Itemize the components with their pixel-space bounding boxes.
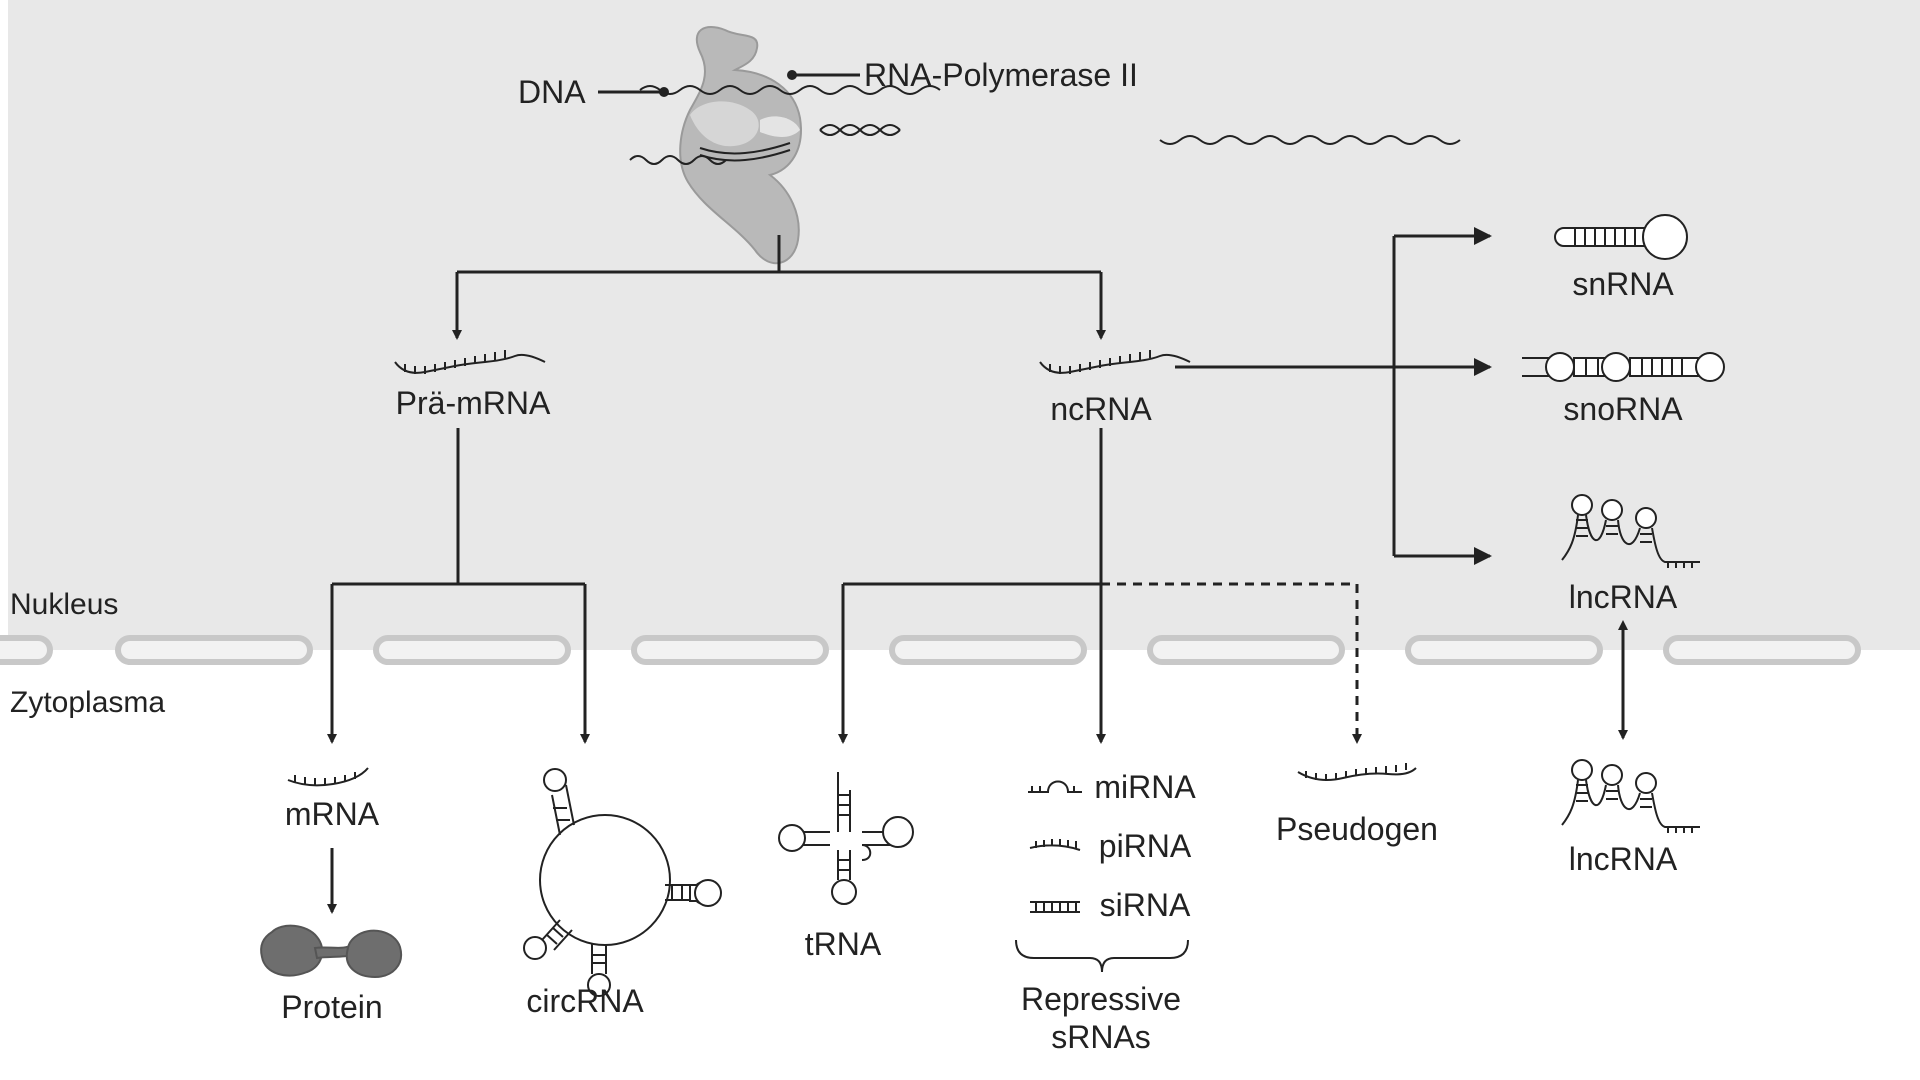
circrna-icon — [523, 768, 722, 997]
top-split-connector — [452, 235, 1106, 340]
repressive-label-line2: sRNAs — [1051, 1019, 1151, 1055]
pseudogen-icon — [1297, 763, 1417, 781]
pre-mrna-icon — [394, 350, 546, 374]
pseudogen-label: Pseudogen — [1276, 811, 1438, 847]
ncrna-nuclear-branch — [1175, 227, 1492, 565]
mirna-icon — [1028, 780, 1082, 793]
circrna-label: circRNA — [526, 983, 644, 1019]
mrna-label: mRNA — [285, 796, 380, 832]
ncrna-icon — [1039, 350, 1191, 374]
protein-label: Protein — [281, 989, 382, 1025]
ncrna-label: ncRNA — [1050, 391, 1152, 427]
pre-mrna-branch — [327, 428, 590, 744]
pirna-icon — [1029, 839, 1081, 851]
snrna-icon — [1554, 214, 1688, 260]
polymerase-pointer-dot — [787, 70, 797, 80]
snorna-icon — [1522, 352, 1725, 382]
nucleus-region — [8, 0, 1920, 650]
lncrna-cytoplasm-icon — [1561, 759, 1700, 833]
repressive-label-line1: Repressive — [1021, 981, 1181, 1017]
dna-pointer-dot — [659, 87, 669, 97]
snrna-label: snRNA — [1572, 266, 1674, 302]
sirna-label: siRNA — [1100, 887, 1191, 923]
lncrna-nucleus-icon — [1561, 494, 1700, 568]
pirna-label: piRNA — [1099, 828, 1192, 864]
mirna-label: miRNA — [1094, 769, 1196, 805]
mrna-icon — [287, 767, 369, 787]
cytoplasm-label: Zytoplasma — [10, 686, 165, 719]
nucleus-label: Nukleus — [10, 588, 118, 621]
trna-label: tRNA — [805, 926, 882, 962]
polymerase-label: RNA-Polymerase II — [864, 57, 1138, 93]
lncrna-nucleus-label: lncRNA — [1569, 579, 1678, 615]
dna-label: DNA — [518, 74, 586, 110]
sirna-icon — [1030, 901, 1080, 913]
lncrna-cytoplasm-label: lncRNA — [1569, 841, 1678, 877]
dna-helix-icon — [629, 85, 1461, 165]
snorna-label: snoRNA — [1563, 391, 1683, 427]
trna-icon — [778, 772, 914, 905]
protein-icon — [260, 924, 403, 979]
ncrna-cytoplasm-branch — [838, 428, 1362, 744]
pre-mrna-label: Prä-mRNA — [396, 385, 551, 421]
repressive-brace — [1015, 939, 1189, 973]
nuclear-membrane — [0, 635, 1861, 665]
